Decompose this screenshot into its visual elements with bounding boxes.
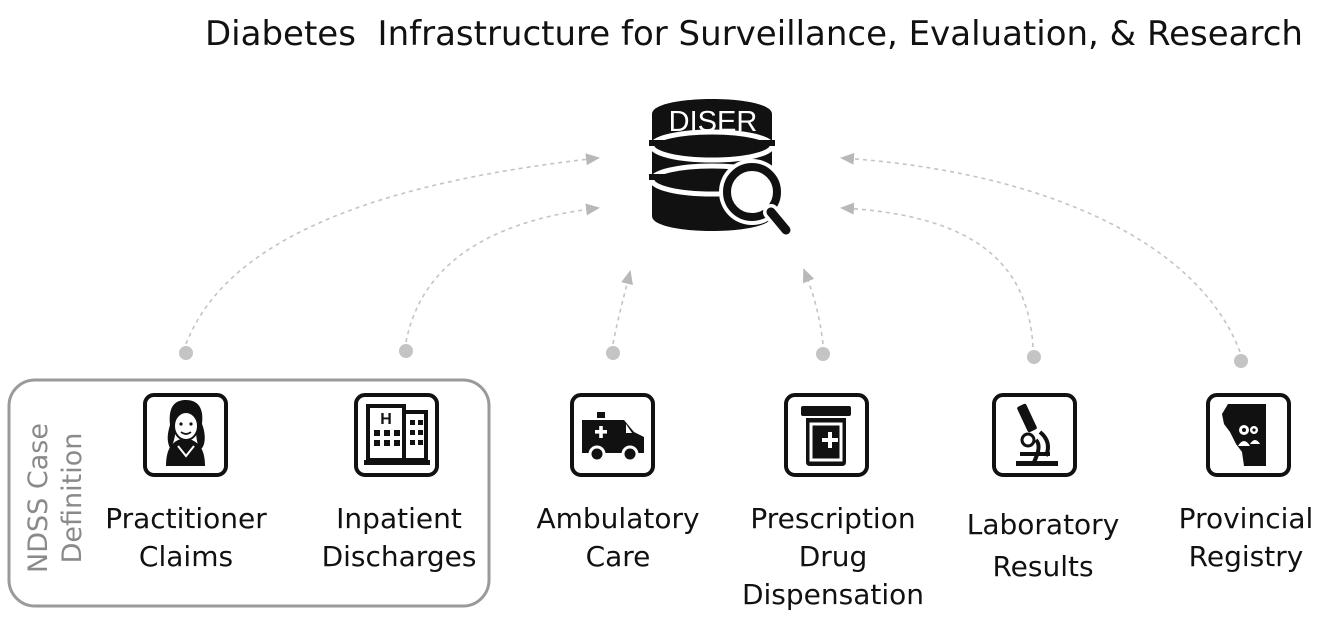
hub-label: DISER bbox=[669, 106, 758, 138]
source-label-line: Laboratory bbox=[966, 508, 1120, 541]
source-label-line: Inpatient bbox=[336, 502, 462, 535]
source-label-line: Results bbox=[992, 550, 1094, 583]
hospital-icon: H bbox=[354, 393, 439, 477]
connector-provincial-registry bbox=[840, 152, 1241, 353]
svg-text:H: H bbox=[380, 411, 392, 428]
source-label-prescription-drug-dispensation: Prescription Drug Dispensation bbox=[742, 500, 924, 614]
connectors bbox=[185, 152, 1241, 353]
source-label-line: Ambulatory bbox=[536, 502, 700, 535]
ndss-group-label-line1: NDSS Case bbox=[23, 423, 54, 573]
ambulance-icon bbox=[570, 393, 655, 477]
source-label-line: Practitioner bbox=[105, 502, 267, 535]
connector-dot-laboratory bbox=[1027, 350, 1041, 364]
microscope-icon bbox=[992, 393, 1077, 477]
connector-dots bbox=[179, 344, 1248, 368]
ndss-group-box bbox=[7, 378, 491, 608]
connector-prescription bbox=[803, 268, 824, 345]
connector-dot-ambulatory bbox=[606, 346, 620, 360]
source-label-line: Claims bbox=[138, 540, 234, 573]
database-search-icon: DISER bbox=[649, 99, 794, 238]
source-label-ambulatory-care: Ambulatory Care bbox=[536, 500, 699, 576]
source-label-line: Provincial bbox=[1178, 502, 1314, 535]
province-map-icon bbox=[1206, 393, 1291, 477]
connector-practitioner-claims bbox=[185, 153, 600, 345]
source-label-line: Drug bbox=[798, 540, 868, 573]
connector-dot-prescription bbox=[816, 347, 830, 361]
connector-dot-practitioner bbox=[179, 346, 193, 360]
source-label-line: Dispensation bbox=[741, 578, 925, 611]
connector-laboratory bbox=[840, 202, 1034, 348]
connector-dot-inpatient bbox=[399, 344, 413, 358]
ndss-group-label: NDSS Case Definition bbox=[22, 413, 90, 583]
source-label-practitioner-claims: Practitioner Claims bbox=[105, 500, 267, 576]
source-label-line: Care bbox=[585, 540, 651, 573]
pill-bottle-icon bbox=[784, 393, 869, 477]
source-label-line: Registry bbox=[1188, 540, 1304, 573]
source-label-inpatient-discharges: Inpatient Discharges bbox=[322, 500, 477, 576]
connector-dot-provincial bbox=[1234, 354, 1248, 368]
connector-ambulatory-care bbox=[612, 270, 633, 345]
source-label-line: Prescription bbox=[750, 502, 916, 535]
ndss-group-label-line2: Definition bbox=[57, 432, 88, 564]
connector-inpatient-discharges bbox=[405, 203, 600, 343]
doctor-icon bbox=[143, 393, 228, 477]
source-label-provincial-registry: Provincial Registry bbox=[1179, 500, 1314, 576]
source-label-line: Discharges bbox=[321, 540, 477, 573]
source-label-laboratory-results: Laboratory Results bbox=[967, 504, 1120, 588]
diagram-title: Diabetes Infrastructure for Surveillance… bbox=[205, 14, 1303, 54]
